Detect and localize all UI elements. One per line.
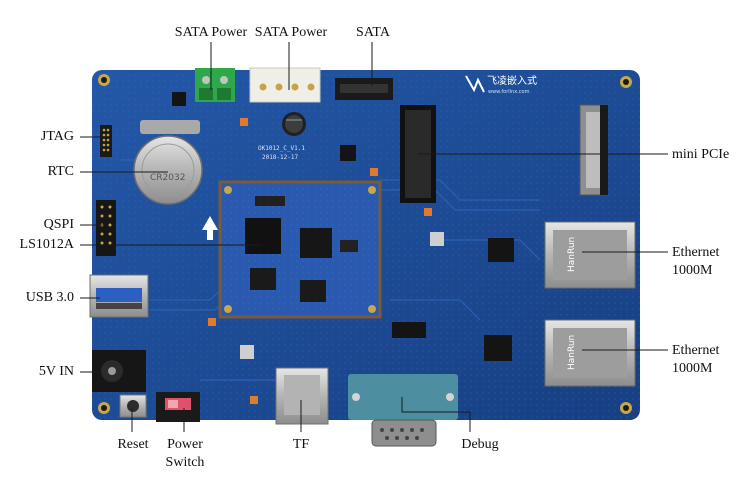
label-switch: Switch xyxy=(165,455,205,470)
svg-text:飞凌嵌入式: 飞凌嵌入式 xyxy=(487,74,537,87)
svg-text:CR2032: CR2032 xyxy=(150,173,185,183)
debug-db9 xyxy=(348,374,458,447)
label-tf: TF xyxy=(292,437,310,452)
svg-text:www.forlinx.com: www.forlinx.com xyxy=(488,89,530,95)
ic-chip xyxy=(484,335,512,361)
label-ethernet-2: Ethernet xyxy=(672,343,720,358)
label-mini-pcie: mini PCIe xyxy=(672,147,730,162)
ethernet-port-2: HanRun xyxy=(544,319,636,387)
label-sata-power-2: SATA Power xyxy=(254,25,328,40)
silk-date: 2018-12-17 xyxy=(262,154,299,161)
label-ethernet-2-speed: 1000M xyxy=(672,361,713,376)
label-reset: Reset xyxy=(117,437,149,452)
sata-power-terminal-green xyxy=(195,68,235,102)
label-usb30: USB 3.0 xyxy=(25,290,74,305)
rtc-battery: CR2032 xyxy=(133,120,203,205)
sata-power-molex xyxy=(249,67,321,103)
mini-pcie-slot xyxy=(400,104,608,203)
forlinx-logo: 飞凌嵌入式 www.forlinx.com xyxy=(465,74,537,95)
svg-text:HanRun: HanRun xyxy=(567,335,577,370)
ic-chip xyxy=(488,238,514,262)
reset-button xyxy=(119,394,147,418)
ic-chip xyxy=(172,92,186,106)
label-power: Power xyxy=(167,437,203,452)
label-sata: SATA xyxy=(356,25,390,40)
qspi-header xyxy=(96,200,116,256)
label-ethernet-1-speed: 1000M xyxy=(672,263,713,278)
power-switch xyxy=(156,392,200,422)
orientation-arrow xyxy=(202,216,218,240)
ethernet-port-1: HanRun xyxy=(544,221,636,289)
label-sata-power-1: SATA Power xyxy=(174,25,248,40)
ic-chip xyxy=(392,322,426,338)
inductor xyxy=(430,232,444,246)
inductor xyxy=(240,345,254,359)
sata-connector xyxy=(335,78,393,100)
label-rtc: RTC xyxy=(47,164,74,179)
label-debug: Debug xyxy=(461,437,499,452)
label-ethernet-1: Ethernet xyxy=(672,245,720,260)
leader-lines xyxy=(80,42,668,432)
usb3-port xyxy=(89,274,149,318)
label-ls1012a: LS1012A xyxy=(19,237,74,252)
ic-chip xyxy=(340,145,356,161)
label-qspi: QSPI xyxy=(43,217,74,232)
svg-text:HanRun: HanRun xyxy=(567,237,577,272)
dc-jack xyxy=(92,350,146,392)
silk-model: OK1012_C_V1.1 xyxy=(258,145,305,152)
jtag-header xyxy=(100,125,112,157)
label-jtag: JTAG xyxy=(40,129,74,144)
tf-card-slot xyxy=(275,367,329,425)
core-module xyxy=(218,180,382,319)
ls1012a-chip xyxy=(245,218,281,254)
label-5v-in: 5V IN xyxy=(38,364,74,379)
